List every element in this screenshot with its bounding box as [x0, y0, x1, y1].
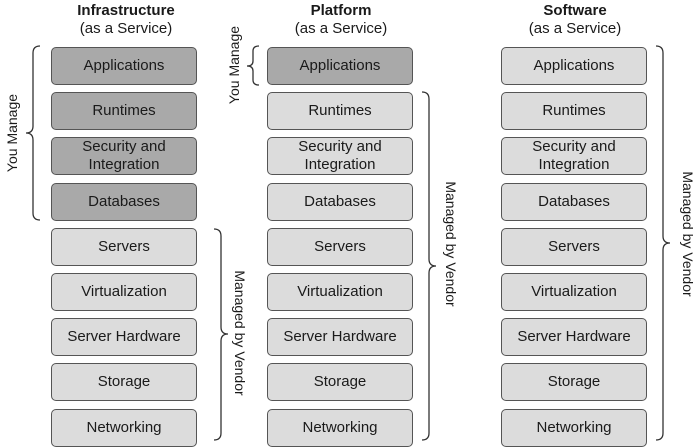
iaas-layer-servers: Servers [51, 228, 197, 266]
iaas-you-manage-bracket [25, 45, 41, 221]
saas-layer-runtimes: Runtimes [501, 92, 647, 130]
paas-title: Platform (as a Service) [261, 2, 421, 38]
paas-title-sub: (as a Service) [294, 20, 388, 37]
iaas-vendor-bracket [213, 228, 229, 441]
saas-vendor-label: Managed by Vendor [680, 171, 695, 297]
iaas-layer-security-and-integration: Security and Integration [51, 137, 197, 175]
saas-layer-server-hardware: Server Hardware [501, 318, 647, 356]
paas-layer-networking: Networking [267, 409, 413, 447]
paas-you-manage-label: You Manage [226, 25, 242, 105]
iaas-vendor-label: Managed by Vendor [232, 270, 248, 396]
paas-layer-storage: Storage [267, 363, 413, 401]
saas-title-sub: (as a Service) [528, 20, 622, 37]
paas-layer-servers: Servers [267, 228, 413, 266]
saas-layer-networking: Networking [501, 409, 647, 447]
paas-vendor-label: Managed by Vendor [443, 181, 459, 307]
iaas-layer-runtimes: Runtimes [51, 92, 197, 130]
saas-vendor-bracket [655, 45, 671, 441]
saas-title: Software (as a Service) [495, 2, 655, 38]
saas-layer-storage: Storage [501, 363, 647, 401]
paas-layer-virtualization: Virtualization [267, 273, 413, 311]
saas-layer-virtualization: Virtualization [501, 273, 647, 311]
paas-layer-databases: Databases [267, 183, 413, 221]
iaas-title: Infrastructure (as a Service) [46, 2, 206, 38]
iaas-title-main: Infrastructure [77, 2, 175, 19]
iaas-layer-networking: Networking [51, 409, 197, 447]
iaas-layer-databases: Databases [51, 183, 197, 221]
paas-layer-server-hardware: Server Hardware [267, 318, 413, 356]
saas-layer-databases: Databases [501, 183, 647, 221]
paas-vendor-bracket [421, 91, 437, 441]
paas-layer-runtimes: Runtimes [267, 92, 413, 130]
saas-layer-applications: Applications [501, 47, 647, 85]
paas-you-manage-bracket [246, 45, 260, 86]
iaas-you-manage-label: You Manage [4, 93, 20, 173]
iaas-layer-server-hardware: Server Hardware [51, 318, 197, 356]
iaas-title-sub: (as a Service) [79, 20, 173, 37]
iaas-layer-virtualization: Virtualization [51, 273, 197, 311]
iaas-layer-storage: Storage [51, 363, 197, 401]
saas-title-main: Software [543, 2, 607, 19]
paas-layer-applications: Applications [267, 47, 413, 85]
saas-layer-security-and-integration: Security and Integration [501, 137, 647, 175]
saas-layer-servers: Servers [501, 228, 647, 266]
iaas-layer-applications: Applications [51, 47, 197, 85]
paas-title-main: Platform [310, 2, 372, 19]
paas-layer-security-and-integration: Security and Integration [267, 137, 413, 175]
